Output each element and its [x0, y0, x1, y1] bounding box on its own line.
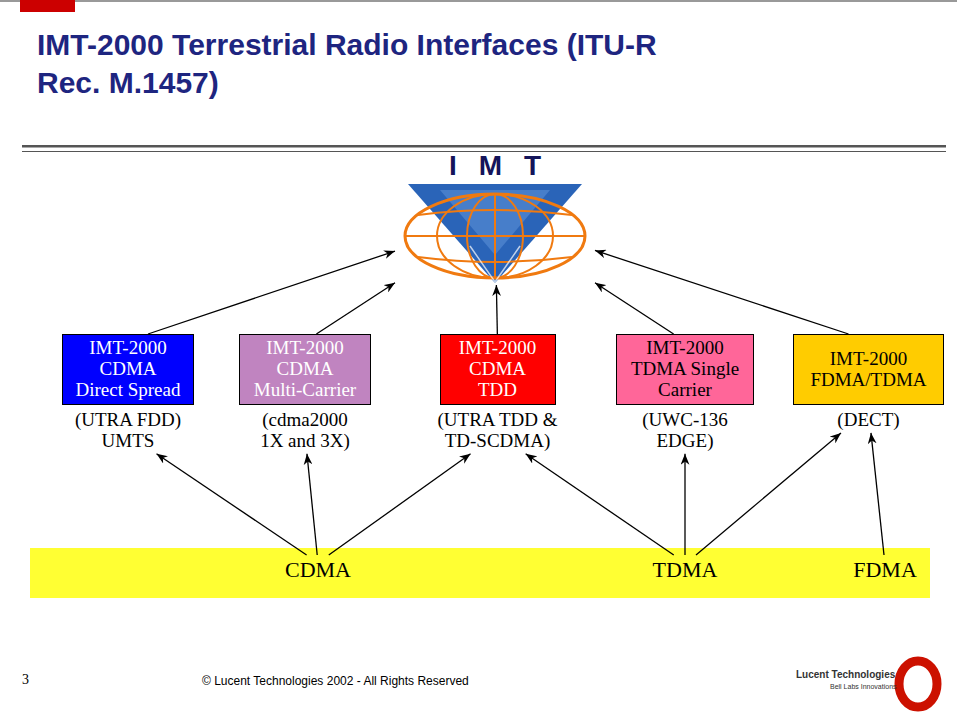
- logo-mark: [470, 246, 520, 282]
- scheme-label: CDMA: [258, 555, 378, 585]
- connector-arrow: [307, 454, 317, 555]
- connector-arrow: [696, 433, 841, 555]
- interface-box: IMT-2000 CDMA TDD(UTRA TDD & TD-SCDMA): [430, 334, 565, 454]
- connector-arrow: [148, 251, 395, 334]
- connector-arrow: [157, 454, 307, 555]
- interface-box: IMT-2000 TDMA Single Carrier(UWC-136 EDG…: [616, 334, 754, 454]
- access-scheme: FDMA: [830, 555, 940, 585]
- page-number: 3: [22, 672, 29, 688]
- connector-arrow: [684, 454, 685, 555]
- box-face: IMT-2000 FDMA/TDMA: [793, 334, 944, 405]
- lucent-ring: [899, 661, 937, 707]
- standard-name: (UWC-136 EDGE): [630, 405, 740, 454]
- copyright-note: © Lucent Technologies 2002 - All Rights …: [202, 674, 469, 688]
- connector-arrow: [329, 454, 471, 555]
- box-title: IMT-2000 FDMA/TDMA: [806, 349, 931, 391]
- slide-title: IMT-2000 Terrestrial Radio Interfaces (I…: [37, 26, 687, 101]
- box-title: IMT-2000 CDMA TDD: [453, 338, 543, 401]
- standard-name: (UTRA TDD & TD-SCDMA): [430, 405, 565, 454]
- interface-box: IMT-2000 CDMA Direct Spread(UTRA FDD) UM…: [62, 334, 194, 454]
- red-tab: [20, 0, 75, 12]
- scheme-label: FDMA: [830, 555, 940, 585]
- interface-box: IMT-2000 CDMA Multi-Carrier(cdma2000 1X …: [239, 334, 371, 454]
- title-rule: [22, 145, 946, 148]
- standard-name: (DECT): [809, 405, 929, 433]
- box-title: IMT-2000 CDMA Multi-Carrier: [252, 338, 358, 401]
- connector-arrow: [595, 250, 849, 334]
- logo-letters: IMT: [395, 150, 595, 182]
- globe-parallel: [418, 210, 572, 215]
- access-band: [30, 548, 930, 598]
- access-scheme: CDMA: [258, 555, 378, 585]
- box-title: IMT-2000 CDMA Direct Spread: [75, 338, 181, 401]
- box-face: IMT-2000 CDMA Direct Spread: [62, 334, 194, 405]
- connector-arrow: [595, 283, 674, 334]
- globe-parallel: [405, 235, 585, 237]
- connector-arrow: [871, 433, 884, 555]
- box-face: IMT-2000 TDMA Single Carrier: [616, 334, 754, 405]
- access-scheme: TDMA: [625, 555, 745, 585]
- standard-name: (UTRA FDD) UMTS: [72, 405, 184, 454]
- box-face: IMT-2000 CDMA Multi-Carrier: [239, 334, 371, 405]
- connector-arrow: [526, 454, 674, 555]
- company-name: Lucent Technologies: [796, 669, 895, 680]
- interface-box: IMT-2000 FDMA/TDMA (DECT): [793, 334, 944, 433]
- connector-arrow: [316, 283, 395, 334]
- company-tagline: Bell Labs Innovations: [830, 683, 897, 690]
- box-face: IMT-2000 CDMA TDD: [440, 334, 556, 405]
- globe-parallel: [418, 257, 572, 262]
- top-rule: [0, 0, 957, 2]
- imt-logo-node: IMT: [395, 150, 595, 285]
- standard-name: (cdma2000 1X and 3X): [255, 405, 355, 454]
- box-title: IMT-2000 TDMA Single Carrier: [629, 338, 741, 401]
- globe-outline: [405, 194, 585, 278]
- connector-arrow: [496, 285, 498, 334]
- imt-logo: [405, 184, 585, 283]
- scheme-label: TDMA: [625, 555, 745, 585]
